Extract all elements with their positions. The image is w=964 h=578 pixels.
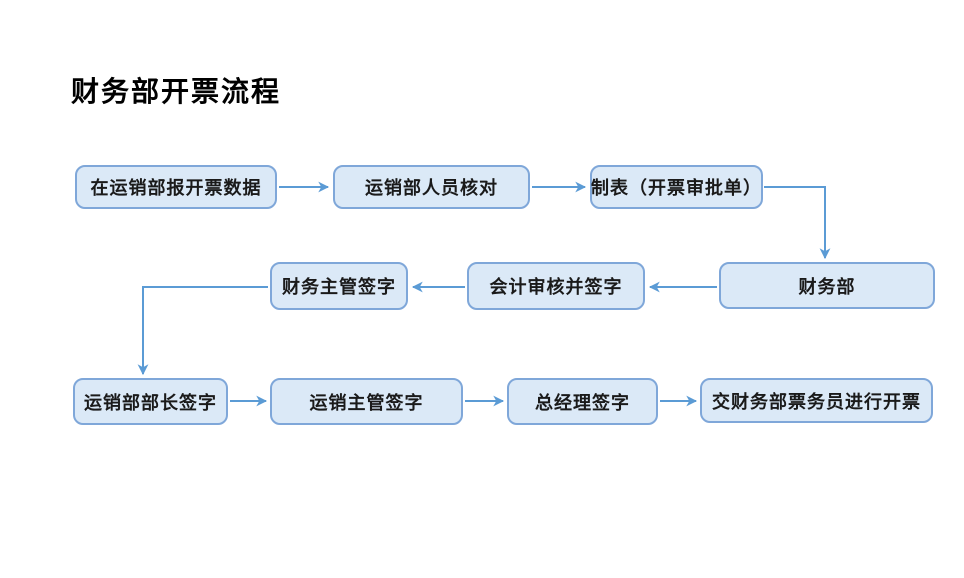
connector-n3-n4 [764, 186, 831, 260]
flow-node-finance-supervisor-sign: 财务主管签字 [270, 262, 408, 310]
flow-node-make-approval-form: 制表（开票审批单） [590, 165, 763, 209]
flow-node-general-manager-sign: 总经理签字 [507, 378, 658, 425]
flow-node-finance-dept: 财务部 [719, 262, 935, 309]
flow-node-accountant-review-sign: 会计审核并签字 [467, 262, 645, 310]
page-title: 财务部开票流程 [71, 75, 282, 108]
flow-node-staff-check: 运销部人员核对 [333, 165, 530, 209]
flow-node-ticket-clerk-issue-invoice: 交财务部票务员进行开票 [700, 378, 933, 423]
flow-node-marketing-supervisor-sign: 运销主管签字 [270, 378, 463, 425]
flow-node-report-invoice-data: 在运销部报开票数据 [75, 165, 277, 209]
connector-n6-n7 [137, 286, 268, 376]
flow-node-marketing-minister-sign: 运销部部长签字 [73, 378, 228, 425]
